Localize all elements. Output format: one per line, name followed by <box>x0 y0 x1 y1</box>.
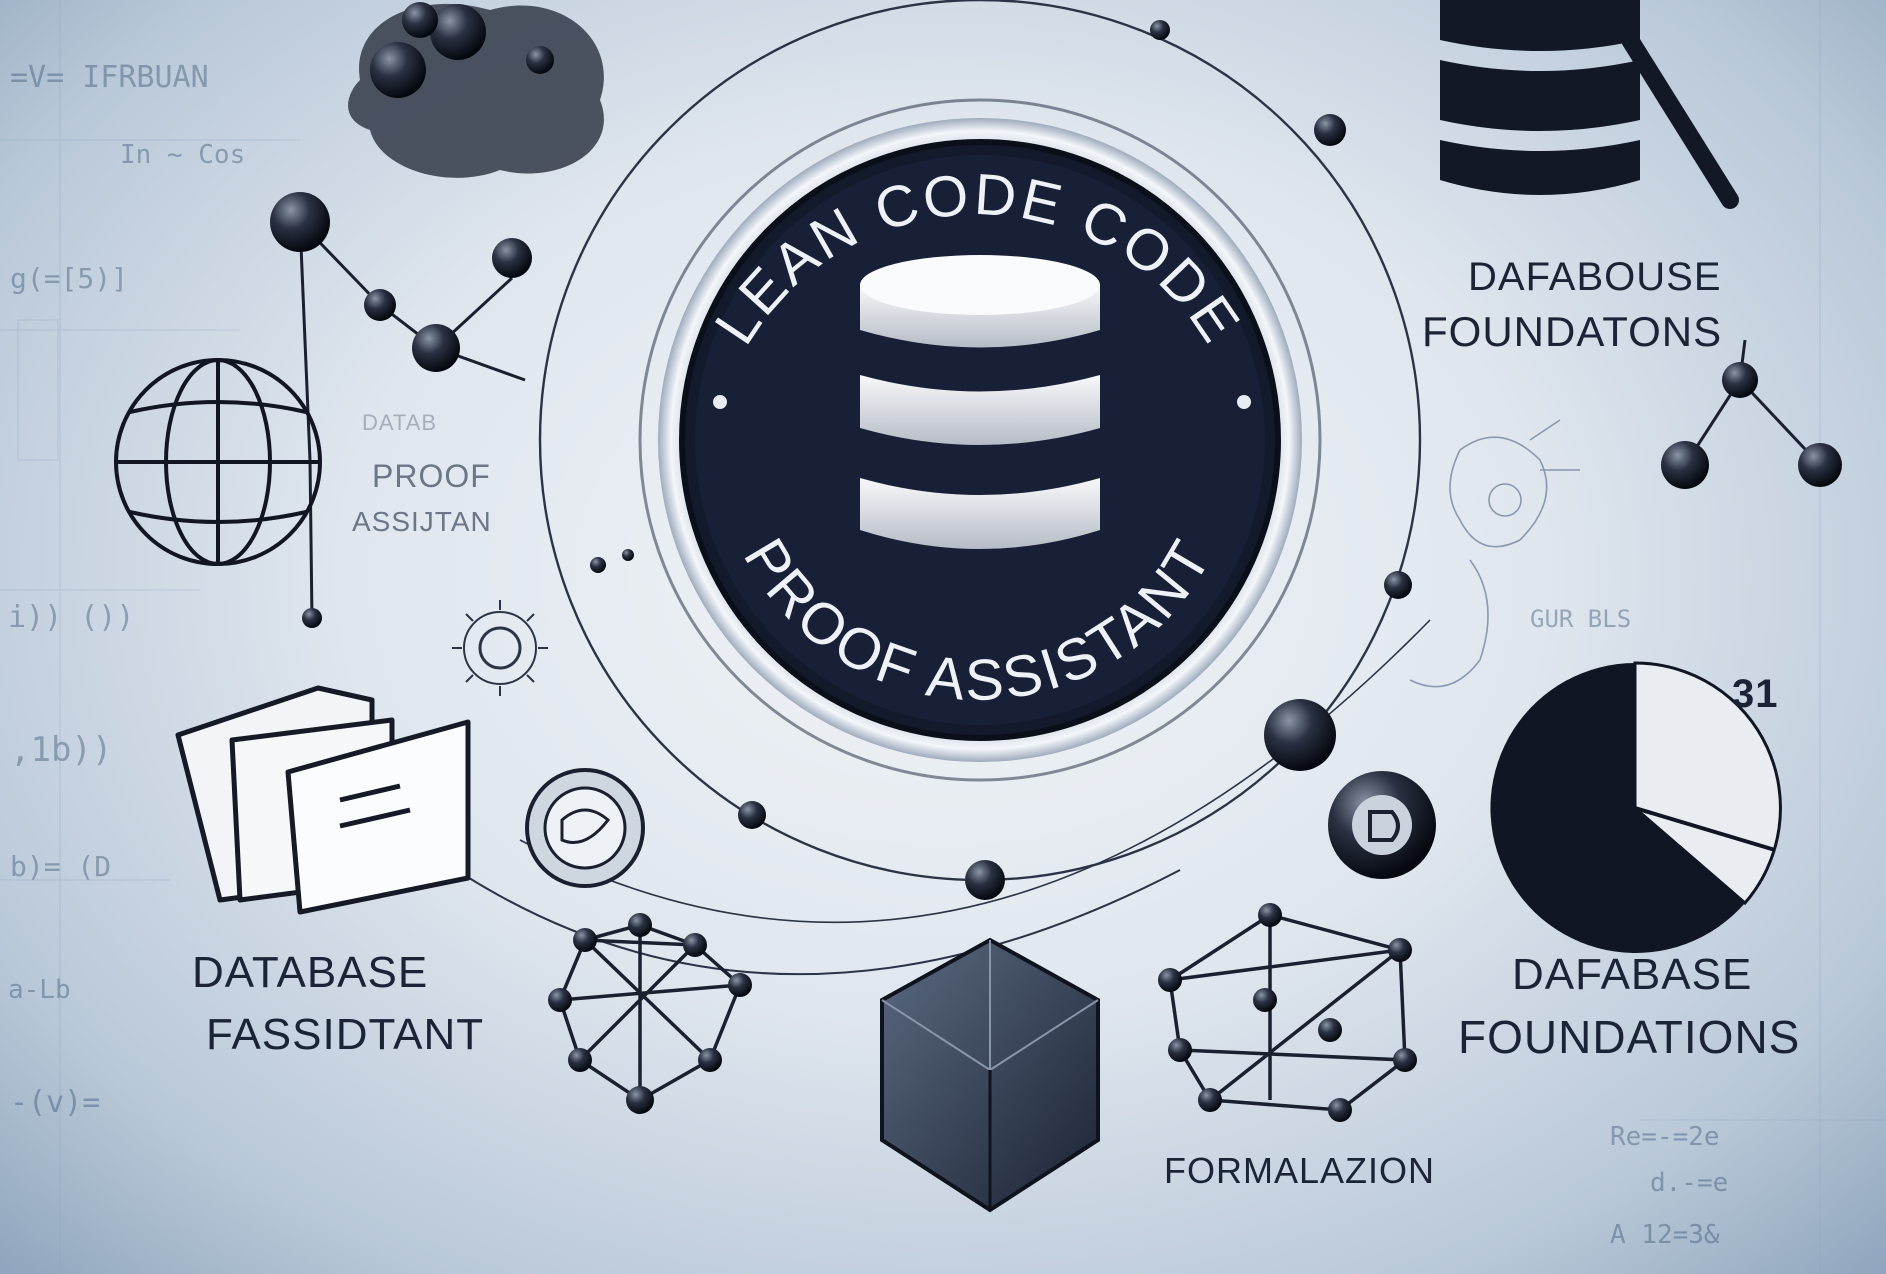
label-top-right-line1: DAFABOUSE <box>1468 255 1722 299</box>
hexagon-prism-icon <box>880 937 1100 1213</box>
label-bottom-right-line1: DAFABASE <box>1512 950 1753 999</box>
sketch-doodle-icon <box>1409 419 1580 688</box>
label-bottom-center: FORMALAZION <box>1164 1150 1436 1191</box>
label-bottom-left-line1: DATABASE <box>192 948 429 997</box>
pie-chart-icon <box>1490 661 1782 953</box>
sphere-node-icon <box>364 289 396 321</box>
coin-badge-right-icon <box>1328 771 1436 879</box>
formula-scribble: i)) ()) <box>8 600 135 635</box>
formula-scribble: -(v)= <box>10 1085 101 1120</box>
globe-icon <box>114 358 322 566</box>
sphere-node-icon <box>492 238 532 278</box>
formula-scribble: =V= IFRBUAN <box>10 60 209 95</box>
label-bottom-right-line2: FOUNDATIONS <box>1458 1011 1801 1063</box>
formula-scribble: d.-=e <box>1650 1168 1729 1198</box>
brain-sculpture-icon <box>348 2 604 178</box>
label-top-right-line2: FOUNDATONS <box>1422 308 1723 355</box>
formula-scribble: a-Lb <box>8 975 71 1005</box>
network-graph-right-icon <box>1158 903 1417 1122</box>
sphere-node-icon <box>270 192 330 252</box>
molecule-right-icon <box>1661 339 1842 489</box>
network-graph-left-icon <box>548 913 752 1114</box>
formula-scribble: Re=-=2e <box>1610 1122 1720 1152</box>
formula-scribble: GUR BLS <box>1530 605 1632 633</box>
database-stack-icon <box>1440 0 1739 209</box>
pie-value-label: 31 <box>1732 672 1779 716</box>
sphere-node-icon <box>302 608 322 628</box>
sphere-node-icon <box>412 324 460 372</box>
formula-scribble: A 12=3& <box>1610 1220 1720 1250</box>
database-cylinder-icon <box>860 255 1100 549</box>
coin-badge-left-icon <box>525 768 645 888</box>
label-left-faint-line2: PROOF <box>372 458 491 494</box>
spiky-seal-icon <box>452 600 548 696</box>
formula-scribble: b)= (D <box>10 850 112 883</box>
formula-scribble: g(=[5)] <box>10 262 129 295</box>
molecule-left <box>270 192 532 628</box>
formula-scribble: ,1b)) <box>10 730 113 770</box>
label-bottom-left-line2: FASSIDTANT <box>206 1010 485 1059</box>
documents-stack-icon <box>175 685 471 915</box>
orbit-nodes <box>590 20 1412 900</box>
label-left-faint-line3: ASSIJTAN <box>352 506 492 537</box>
label-left-faint-line1: DATAB <box>362 410 438 435</box>
formula-scribble: In ~ Cos <box>120 140 246 170</box>
